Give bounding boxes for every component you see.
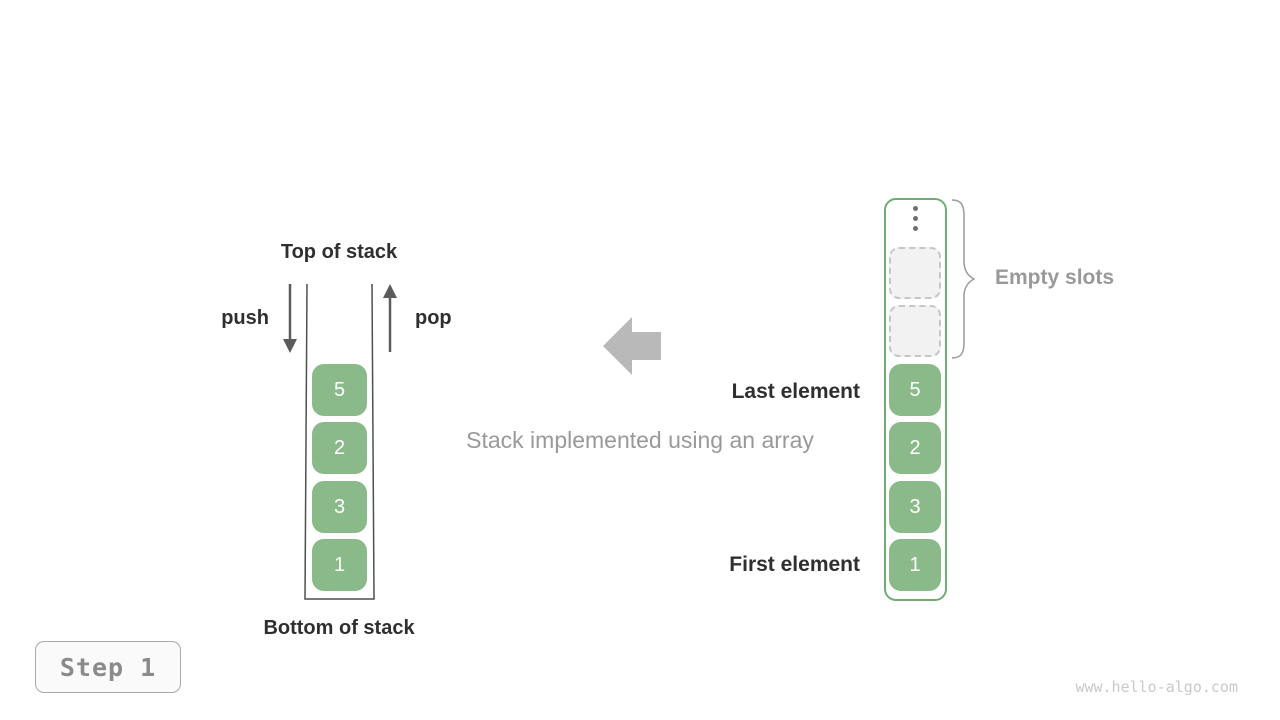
first-element-label: First element: [729, 553, 860, 576]
left-block-arrow: [603, 317, 661, 375]
watermark: www.hello-algo.com: [1075, 678, 1238, 696]
stack-block: 3: [312, 481, 367, 533]
array-cell: 2: [889, 422, 941, 474]
empty-slots-label: Empty slots: [995, 266, 1115, 289]
ellipsis-dots: [913, 206, 918, 231]
empty-slot: [889, 305, 941, 357]
array-cell: 1: [889, 539, 941, 591]
empty-slot: [889, 247, 941, 299]
pop-label: pop: [415, 307, 452, 329]
dot: [913, 226, 918, 231]
stack-block: 5: [312, 364, 367, 416]
step-badge: Step 1: [35, 641, 181, 693]
stack-block: 2: [312, 422, 367, 474]
caption: Stack implemented using an array: [466, 427, 814, 453]
dot: [913, 206, 918, 211]
pop-arrow: [383, 284, 397, 352]
top-of-stack-label: Top of stack: [280, 241, 398, 263]
empty-slots-brace: [951, 199, 976, 359]
stack-block: 1: [312, 539, 367, 591]
last-element-label: Last element: [731, 380, 860, 403]
bottom-of-stack-label: Bottom of stack: [263, 617, 415, 639]
dot: [913, 216, 918, 221]
array-cell: 5: [889, 364, 941, 416]
array-cell: 3: [889, 481, 941, 533]
push-arrow: [283, 284, 297, 353]
push-label: push: [221, 307, 269, 329]
